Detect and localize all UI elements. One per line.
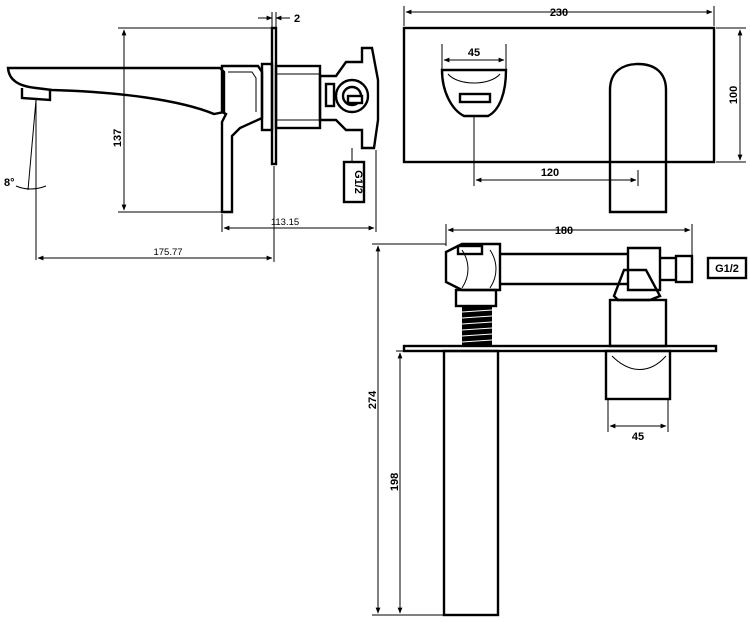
- spout-outline: [6, 66, 226, 116]
- dim-total-274: 274: [367, 390, 379, 409]
- top-body: [444, 242, 502, 292]
- label-connector-side: G1/2: [352, 170, 364, 194]
- front-handle: [608, 62, 668, 214]
- valve-housing: [318, 46, 380, 150]
- dim-plate-width: 230: [550, 7, 568, 19]
- lever-inner: [228, 71, 257, 112]
- dim-handle-45: 45: [632, 431, 644, 443]
- aerator: [20, 88, 52, 102]
- dim-length-175: 175.77: [153, 247, 182, 258]
- dim-spout-198: 198: [389, 473, 401, 491]
- dim-plate-height: 100: [728, 86, 740, 104]
- top-view: G1/2 180 274 198: [367, 224, 748, 617]
- side-view: G1/2 2 137 8° 113.15 175.77: [4, 12, 380, 262]
- dim-height-137: 137: [112, 129, 124, 147]
- collar: [260, 62, 274, 132]
- dim-inlet-width: 45: [468, 47, 480, 59]
- dim-center-120: 120: [541, 167, 559, 179]
- dim-body-180: 180: [555, 225, 573, 237]
- connector-g12-top: [674, 254, 694, 284]
- front-plate: [402, 26, 716, 164]
- threaded-section: [462, 306, 492, 346]
- top-handle: [604, 349, 672, 401]
- cartridge-body: [274, 64, 322, 130]
- top-wall-plate: [402, 344, 718, 353]
- dim-depth-113: 113.15: [271, 217, 299, 228]
- label-connector-top: G1/2: [715, 263, 739, 275]
- spout-opening: [440, 68, 508, 118]
- valve-ring-outer: [334, 78, 370, 114]
- dim-angle: 8°: [4, 177, 15, 189]
- front-view: 230 100 45 120: [402, 6, 746, 214]
- connector-g12-side: [342, 160, 366, 204]
- top-spout: [442, 349, 500, 617]
- dim-gap: 2: [294, 13, 300, 25]
